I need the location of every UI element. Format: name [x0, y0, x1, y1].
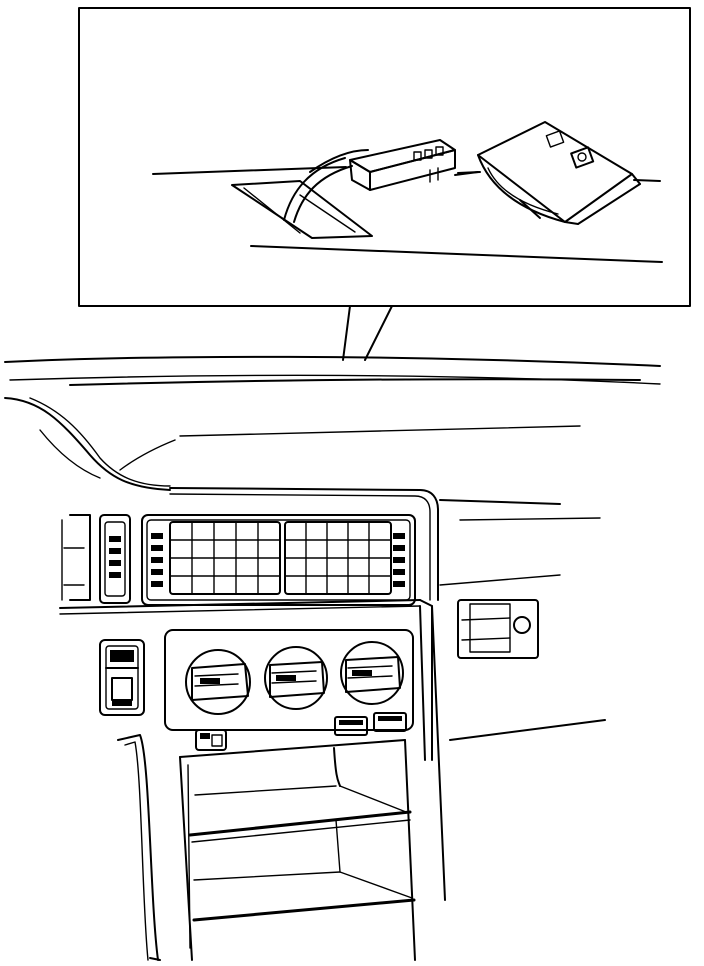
dashboard-opening [231, 180, 373, 239]
fan-speed-knob [185, 649, 251, 715]
detail-inset [78, 7, 691, 361]
vent-slats-center-right [393, 533, 405, 587]
air-distribution-knob [340, 641, 404, 705]
left-side-vents [61, 514, 131, 604]
temperature-knob [264, 646, 328, 710]
inset-dashboard-surface [152, 166, 663, 263]
callout-line-right [364, 305, 393, 361]
vent-grille-right [284, 521, 392, 595]
vent-slats-left [109, 536, 121, 578]
center-console [59, 599, 446, 961]
glovebox-panel [449, 599, 606, 741]
center-air-vents [141, 514, 416, 606]
cable [283, 149, 369, 223]
inset-frame [78, 7, 691, 307]
climate-control-panel [164, 629, 414, 731]
callout-line-left [342, 305, 351, 361]
sensor-unit [477, 121, 641, 225]
storage-compartment [149, 739, 416, 961]
dashboard-top [4, 355, 661, 601]
console-switches [195, 712, 407, 751]
vent-slats-center-left [151, 533, 163, 587]
vent-grille-left [169, 521, 281, 595]
hazard-switch [99, 639, 145, 716]
connector-plug [349, 139, 479, 191]
